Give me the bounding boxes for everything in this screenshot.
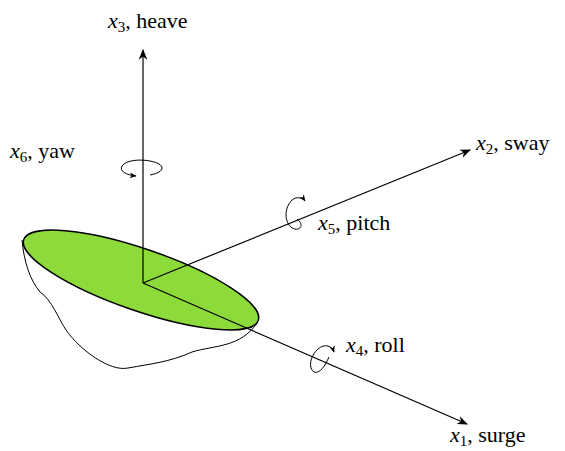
heave-axis [142, 50, 143, 283]
axis-label: x5, pitch [318, 212, 390, 234]
pitch-rotation-arrow [286, 198, 305, 229]
deck-ellipse [14, 210, 269, 349]
axis-label: x3, heave [108, 10, 188, 32]
surge-axis [143, 283, 467, 424]
sway-axis [143, 150, 470, 283]
axis-label: x6, yaw [10, 140, 75, 162]
axis-label: x2, sway [476, 132, 549, 154]
yaw-rotation-arrow [121, 160, 162, 176]
axis-label: x1, surge [450, 424, 526, 446]
axis-label: x4, roll [346, 334, 405, 356]
roll-rotation-arrow [311, 346, 334, 373]
